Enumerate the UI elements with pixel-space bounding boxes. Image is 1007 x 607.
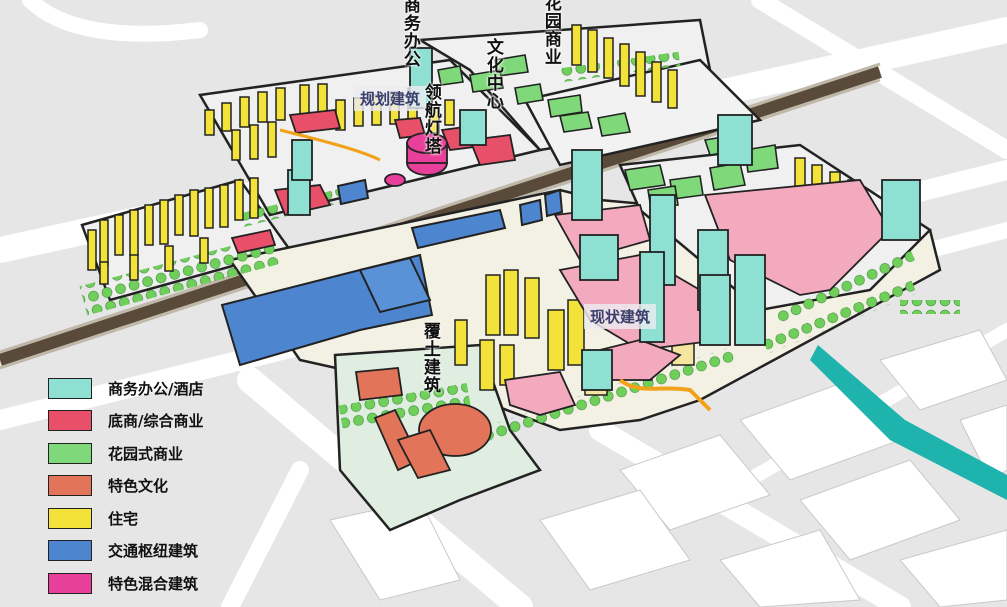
legend-label: 特色混合建筑 bbox=[108, 574, 199, 593]
label-beacon-tower: 领航灯塔 bbox=[420, 83, 441, 155]
walkway-upper bbox=[279, 128, 381, 162]
legend-label: 住宅 bbox=[108, 509, 139, 528]
label-covered-building: 覆土建筑 bbox=[419, 322, 440, 394]
legend-swatch bbox=[48, 410, 92, 432]
legend-label: 底商/综合商业 bbox=[108, 412, 204, 431]
legend-swatch bbox=[48, 572, 92, 594]
legend-item: 特色文化 bbox=[48, 470, 238, 503]
walkway bbox=[618, 378, 712, 412]
mixed-buildings bbox=[384, 132, 448, 187]
legend-label: 交通枢纽建筑 bbox=[108, 542, 199, 561]
legend-item: 交通枢纽建筑 bbox=[48, 535, 238, 568]
legend-item: 特色混合建筑 bbox=[48, 567, 238, 600]
legend-label: 花园式商业 bbox=[108, 444, 184, 463]
transport-hub bbox=[220, 178, 564, 367]
legend-item: 花园式商业 bbox=[48, 437, 238, 470]
legend-item: 住宅 bbox=[48, 502, 238, 535]
legend-item: 底商/综合商业 bbox=[48, 405, 238, 438]
label-planned-building: 规划建筑 bbox=[354, 86, 427, 111]
legend-swatch bbox=[48, 377, 92, 399]
legend-swatch bbox=[48, 507, 92, 529]
legend-swatch bbox=[48, 442, 92, 464]
label-existing-building: 现状建筑 bbox=[584, 304, 657, 329]
label-garden-commerce: 花园商业 bbox=[540, 0, 561, 66]
river bbox=[810, 345, 1007, 500]
office-towers bbox=[287, 47, 921, 391]
legend: 商务办公/酒店 底商/综合商业 花园式商业 特色文化 住宅 交通枢纽建筑 特色混… bbox=[48, 372, 238, 600]
legend-label: 商务办公/酒店 bbox=[108, 379, 204, 398]
legend-label: 特色文化 bbox=[108, 477, 169, 496]
label-culture-center: 文化中心 bbox=[482, 38, 503, 110]
legend-item: 商务办公/酒店 bbox=[48, 372, 238, 405]
legend-swatch bbox=[48, 540, 92, 562]
legend-swatch bbox=[48, 475, 92, 497]
label-business-office: 商务办公 bbox=[399, 0, 420, 68]
culture-buildings bbox=[354, 367, 492, 480]
